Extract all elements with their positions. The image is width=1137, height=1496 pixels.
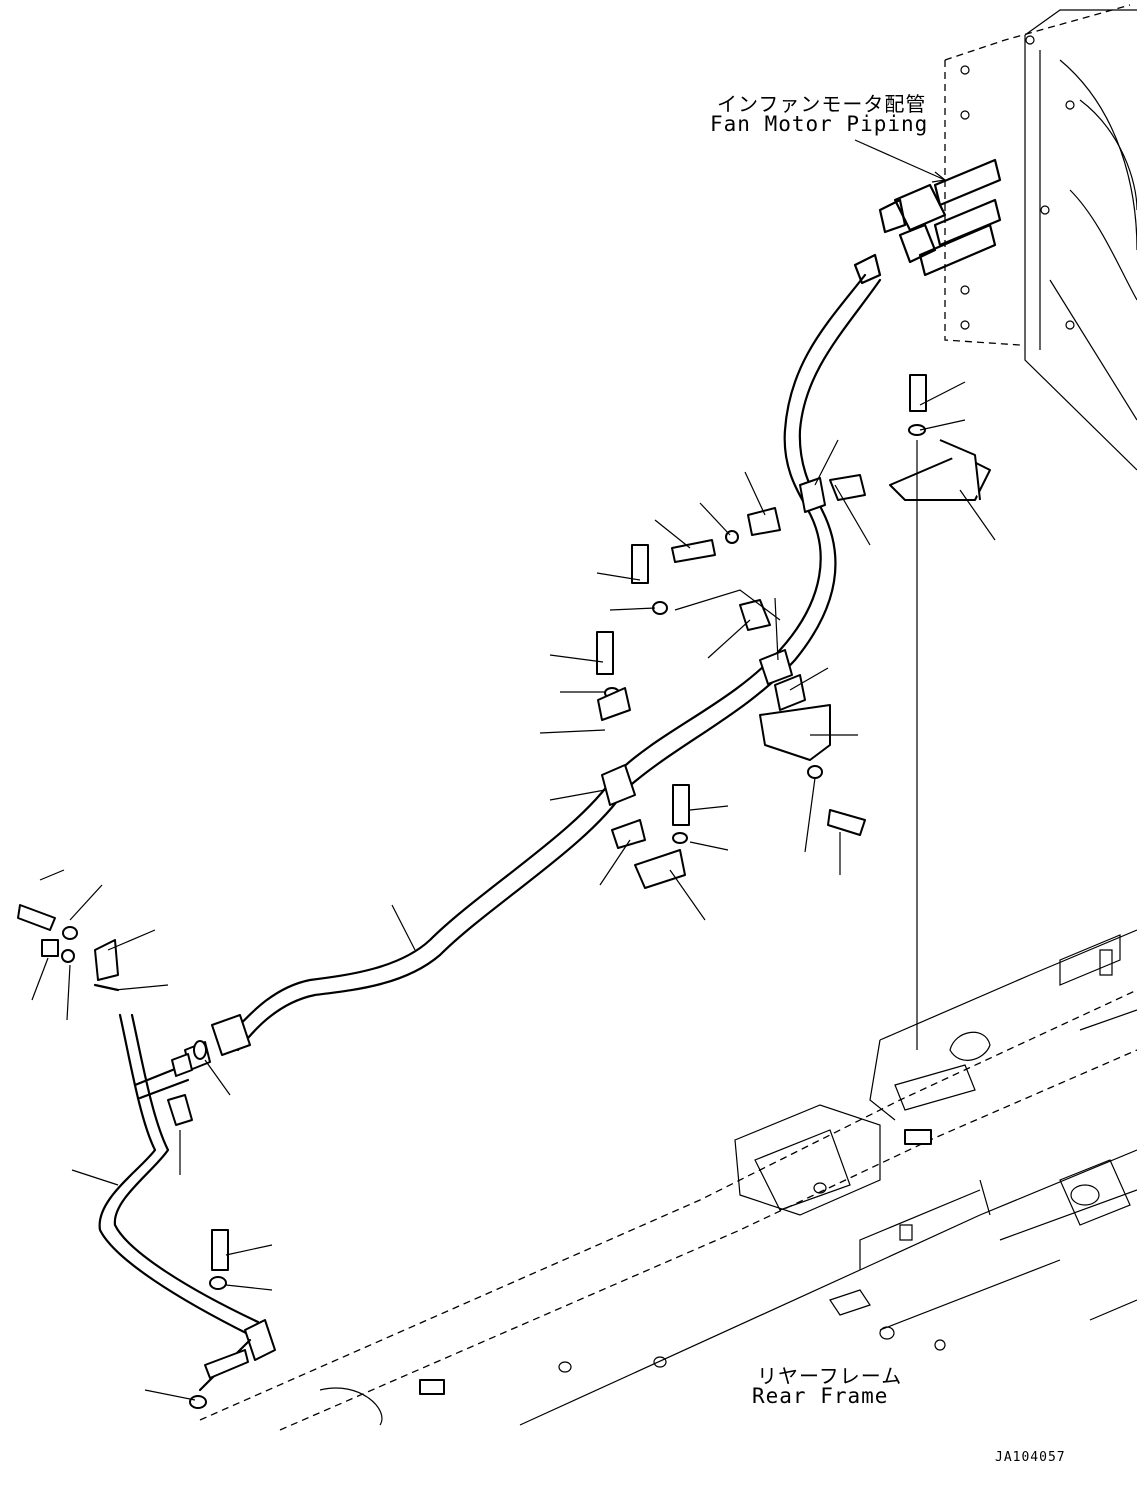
lower-tube <box>98 1013 276 1392</box>
rear-frame <box>199 929 1137 1431</box>
fan-motor-fittings <box>853 158 1002 285</box>
fan-motor-piping-label-jp: インファンモータ配管 <box>717 92 927 116</box>
fan-shroud <box>944 4 1137 471</box>
fasteners <box>17 374 991 1409</box>
rear-frame-label-jp: リヤーフレーム <box>757 1364 903 1388</box>
rear-frame-label-en: Rear Frame <box>752 1384 889 1408</box>
figure-code: JA104057 <box>995 1450 1066 1465</box>
fan-motor-piping-label-en: Fan Motor Piping <box>710 112 929 136</box>
main-hose <box>184 273 882 1071</box>
leader-lines <box>31 139 996 1401</box>
